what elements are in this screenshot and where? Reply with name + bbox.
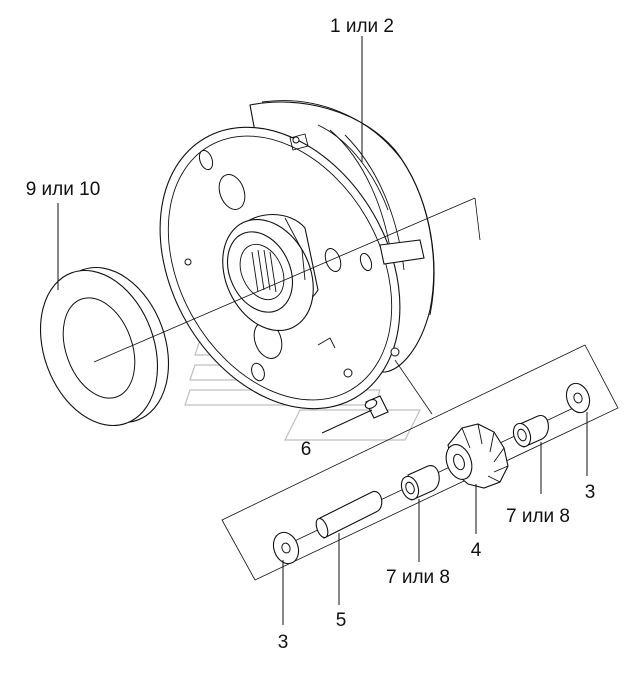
assembly-frame (221, 344, 619, 581)
pump-housing (159, 100, 435, 410)
seal-ring (39, 266, 170, 427)
small-hole (343, 368, 353, 378)
small-hole (390, 347, 400, 357)
label-washer-right: 3 (585, 482, 596, 503)
bolt-hole (251, 362, 265, 382)
label-housing: 1 или 2 (330, 16, 394, 37)
bolt-hole (218, 174, 246, 210)
center-axis (93, 197, 476, 363)
label-washer-left: 3 (278, 632, 289, 653)
label-fitting: 6 (301, 439, 312, 460)
label-gear: 4 (471, 540, 482, 561)
label-pin: 5 (336, 610, 347, 631)
leader-lines (57, 36, 588, 625)
bolt-hole (324, 247, 342, 273)
small-hole (292, 136, 300, 144)
grease-fitting (364, 395, 389, 419)
bolt-hole (198, 149, 214, 171)
bushing-right (512, 415, 549, 448)
center-axis (474, 197, 481, 241)
washer-right (565, 382, 591, 414)
bolt-hole (359, 252, 373, 272)
label-seal-ring: 9 или 10 (26, 179, 101, 200)
label-bushing-left: 7 или 8 (386, 567, 450, 588)
center-axis (394, 359, 433, 415)
gear (445, 423, 509, 489)
bushing-left (400, 465, 440, 501)
washer-left (272, 531, 300, 565)
small-hole (184, 258, 192, 266)
pin (315, 491, 383, 539)
label-bushing-right: 7 или 8 (506, 506, 570, 527)
